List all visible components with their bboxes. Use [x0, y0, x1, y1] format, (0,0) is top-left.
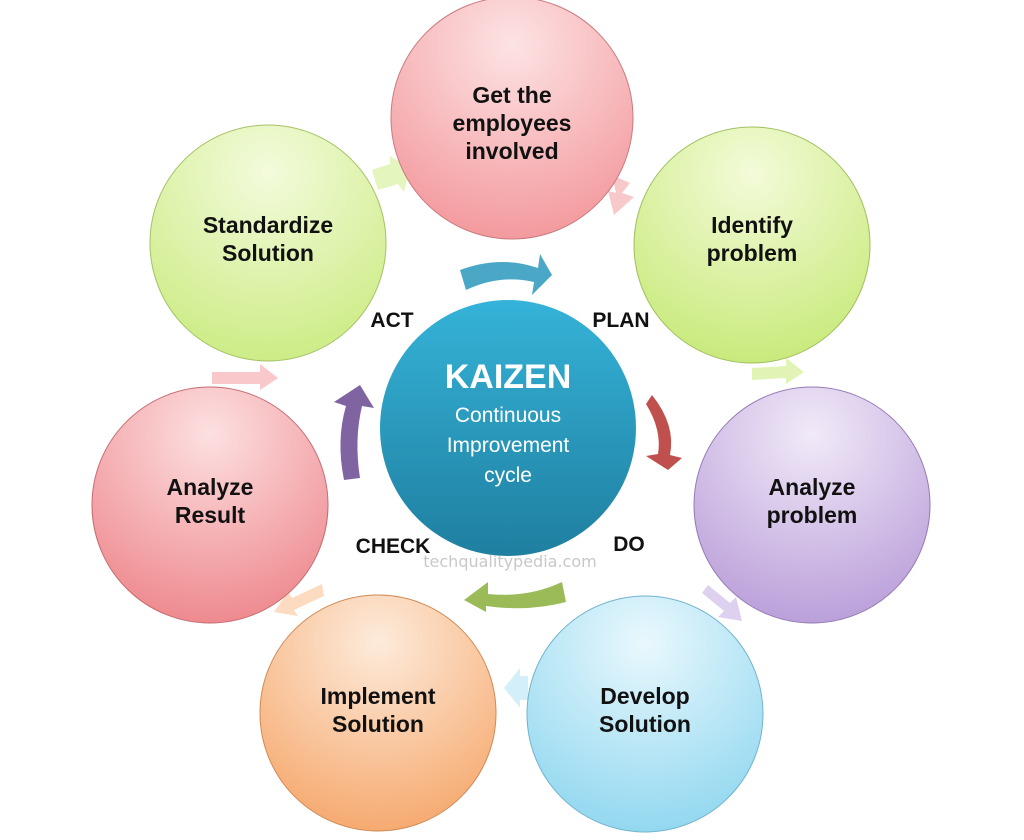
step-label: involved: [465, 138, 558, 164]
connector-arrow-icon: [504, 668, 528, 708]
phase-label-do: DO: [613, 533, 645, 556]
center-subtitle: cycle: [484, 464, 532, 487]
watermark: techqualitypedia.com: [423, 552, 596, 571]
step-identify-problem: Identify problem: [633, 126, 871, 364]
step-label: Analyze: [769, 474, 856, 500]
connector-arrow-icon: [752, 358, 804, 384]
step-label: problem: [707, 240, 798, 266]
center-subtitle: Improvement: [447, 434, 570, 457]
step-label: Solution: [332, 711, 424, 737]
step-develop-solution: Develop Solution: [526, 595, 764, 833]
connector-arrow-icon: [212, 364, 278, 390]
phase-label-plan: PLAN: [592, 309, 649, 332]
step-label: Result: [175, 502, 246, 528]
center-kaizen-circle: KAIZEN Continuous Improvement cycle: [380, 300, 636, 556]
center-subtitle: Continuous: [455, 404, 561, 427]
step-implement-solution: Implement Solution: [259, 594, 497, 832]
step-label: Solution: [222, 240, 314, 266]
phase-label-check: CHECK: [356, 535, 431, 558]
act-arrow-icon: [334, 385, 374, 480]
step-label: Standardize: [203, 212, 333, 238]
phase-label-act: ACT: [370, 309, 413, 332]
step-label: problem: [767, 502, 858, 528]
check-arrow-icon: [464, 582, 566, 612]
step-label: Analyze: [167, 474, 254, 500]
step-analyze-problem: Analyze problem: [693, 386, 931, 624]
connector-arrows: [212, 156, 804, 708]
step-analyze-result: Analyze Result: [91, 386, 329, 624]
do-arrow-icon: [646, 395, 682, 470]
step-label: Develop: [600, 683, 689, 709]
plan-arrow-icon: [460, 254, 552, 295]
step-label: Solution: [599, 711, 691, 737]
connector-arrow-icon: [702, 585, 742, 621]
step-get-employees-involved: Get the employees involved: [390, 0, 634, 240]
connector-arrow-icon: [608, 175, 634, 215]
center-title: KAIZEN: [445, 358, 572, 396]
step-label: Get the: [472, 82, 551, 108]
step-label: Implement: [320, 683, 435, 709]
connector-arrow-icon: [274, 584, 324, 616]
step-standardize-solution: Standardize Solution: [149, 124, 387, 362]
step-label: Identify: [711, 212, 793, 238]
step-label: employees: [453, 110, 572, 136]
